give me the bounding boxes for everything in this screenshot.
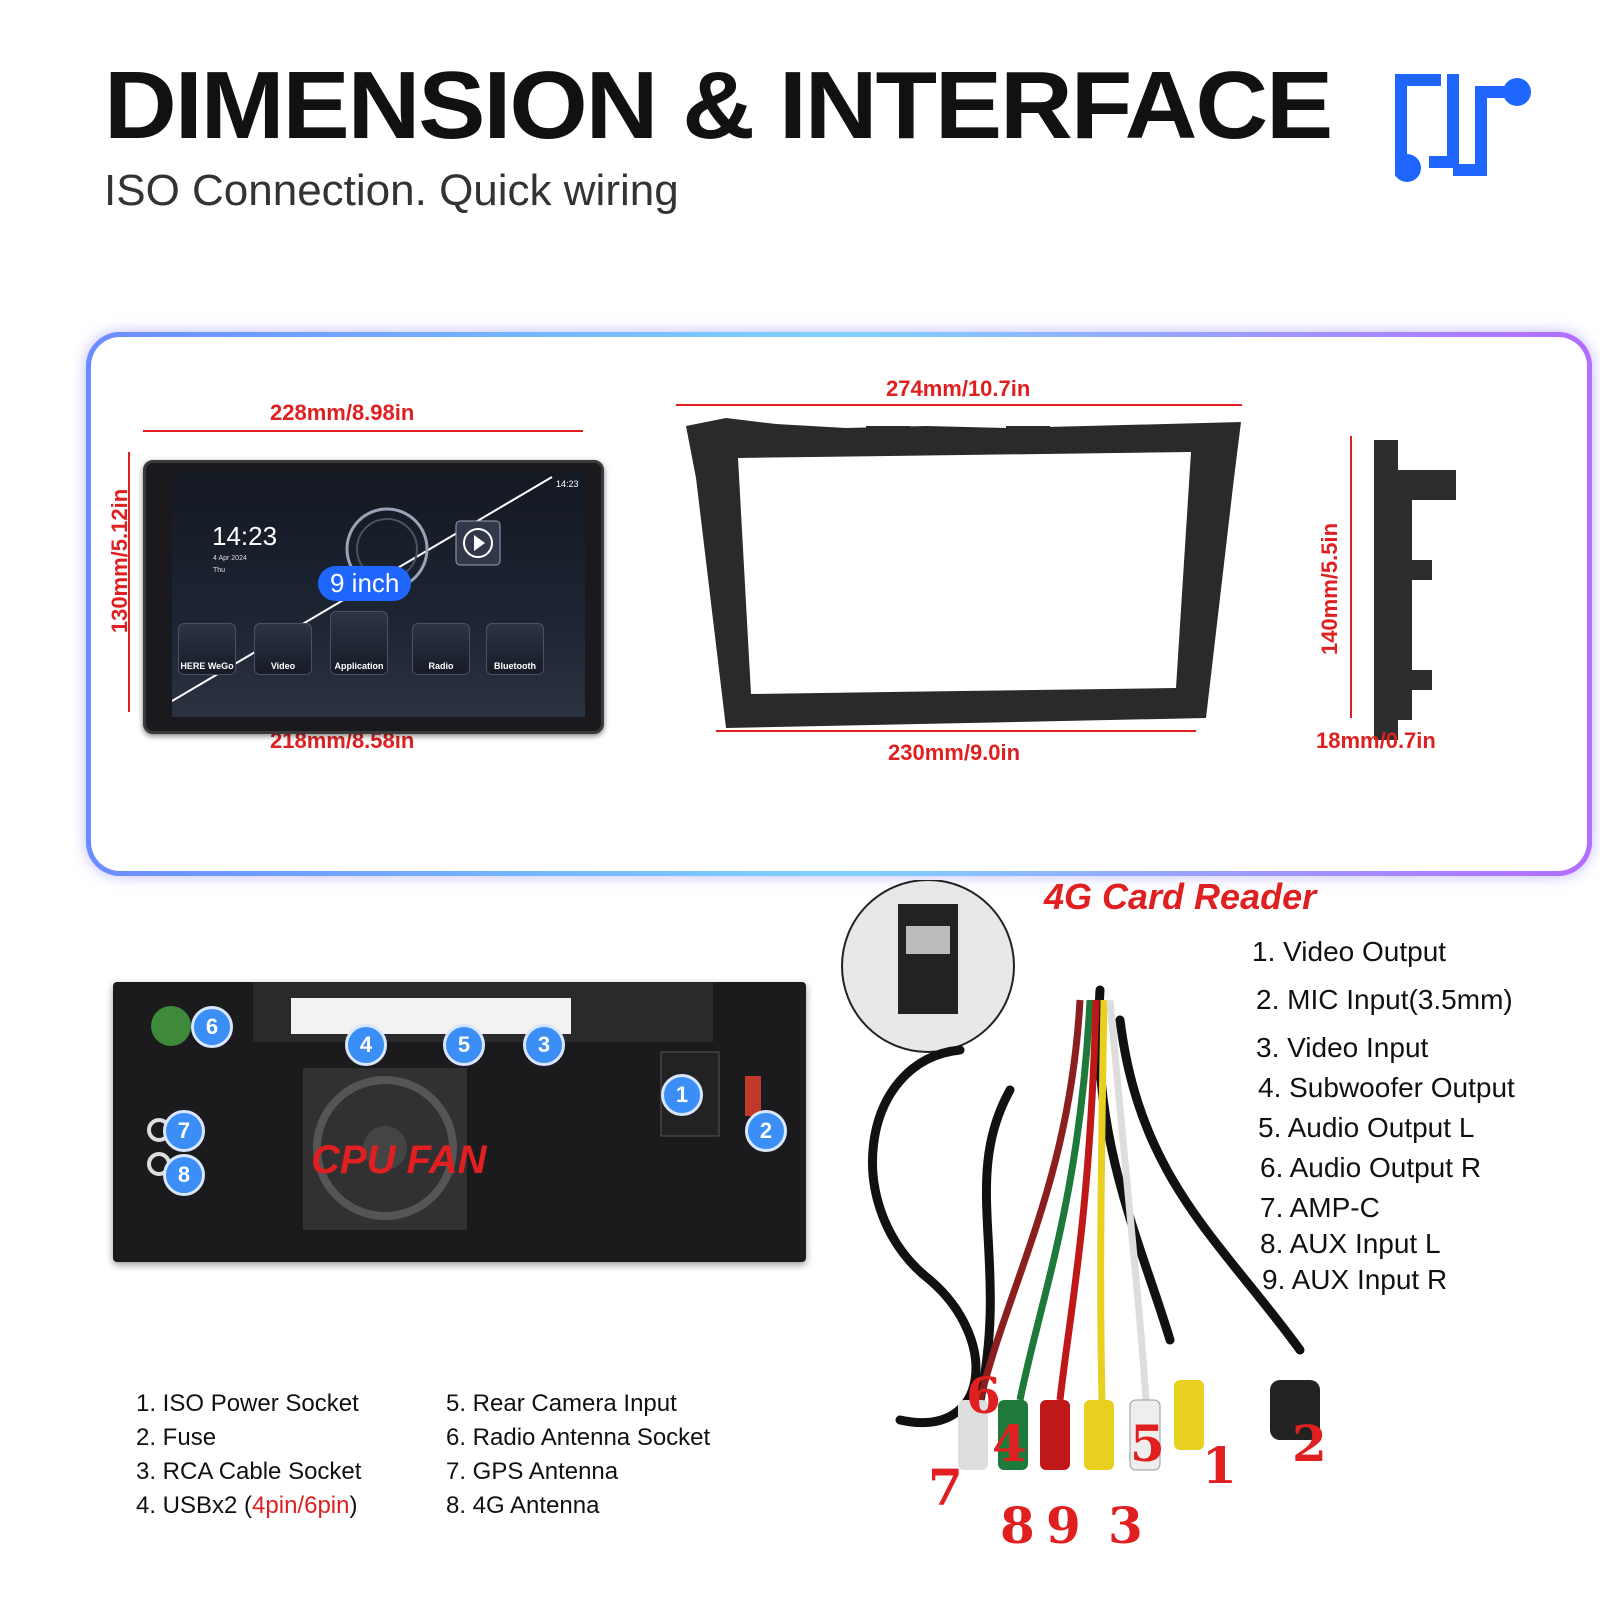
app-tile: Bluetooth [486, 623, 544, 675]
interface-connection-icon [1395, 74, 1531, 182]
status-time: 14:23 [556, 479, 579, 489]
cable-legend-item: 6. Audio Output R [1260, 1152, 1482, 1183]
legend-item: 7. GPS Antenna [446, 1458, 619, 1485]
cable-legend-item: 5. Audio Output L [1258, 1112, 1475, 1143]
cable-number: 8 [1000, 1496, 1035, 1555]
app-tile: Radio [412, 623, 470, 675]
cable-number: 5 [1130, 1414, 1165, 1473]
cable-legend-item: 3. Video Input [1256, 1032, 1429, 1063]
legend-item: 3. RCA Cable Socket [136, 1458, 362, 1485]
dimension-label: 228mm/8.98in [270, 400, 415, 425]
page-subtitle: ISO Connection. Quick wiring [104, 166, 679, 215]
dimension-label: 274mm/10.7in [886, 376, 1031, 401]
legend-item: 2. Fuse [136, 1424, 217, 1451]
cpu-fan-label: CPU FAN [311, 1138, 487, 1182]
legend-item: 8. 4G Antenna [446, 1492, 600, 1519]
dimension-label: 230mm/9.0in [888, 740, 1021, 765]
rca-cable-harness [841, 880, 1320, 1471]
port-marker: 2 [745, 1110, 787, 1152]
dimension-line [128, 452, 130, 712]
screen-clock: 14:23 [212, 521, 278, 551]
dimension-label: 18mm/0.7in [1316, 728, 1436, 753]
cable-legend-item: 9. AUX Input R [1262, 1264, 1448, 1295]
cable-legend-item: 1. Video Output [1252, 936, 1447, 967]
cable-number: 1 [1202, 1436, 1237, 1495]
screen-day: Thu [213, 567, 226, 574]
legend-item: 5. Rear Camera Input [446, 1390, 677, 1417]
cable-legend-item: 2. MIC Input(3.5mm) [1256, 984, 1513, 1015]
cable-number: 7 [928, 1458, 963, 1517]
port-marker: 1 [661, 1074, 703, 1116]
cable-number: 4 [992, 1414, 1027, 1473]
cable-number: 3 [1108, 1496, 1143, 1555]
app-tile: Video [254, 623, 312, 675]
port-marker: 7 [163, 1110, 205, 1152]
dimension-label: 130mm/5.12in [107, 488, 132, 634]
legend-item: 4. USBx2 (4pin/6pin) [136, 1492, 358, 1519]
cable-number: 2 [1292, 1414, 1327, 1473]
dimension-line [716, 730, 1196, 732]
port-marker: 3 [523, 1024, 565, 1066]
card-reader-title: 4G Card Reader [1044, 876, 1317, 917]
dimension-label: 140mm/5.5in [1317, 522, 1342, 656]
legend-item: 6. Radio Antenna Socket [446, 1424, 711, 1451]
mounting-frame [686, 418, 1241, 728]
port-marker: 5 [443, 1024, 485, 1066]
back-panel: 6 4 5 3 1 2 7 8 CPU FAN [113, 982, 806, 1262]
screen-size-badge: 9 inch [318, 566, 412, 601]
cable-legend-item: 8. AUX Input L [1260, 1228, 1441, 1259]
port-marker: 6 [191, 1006, 233, 1048]
dimension-line [676, 404, 1242, 406]
cable-legend-item: 4. Subwoofer Output [1258, 1072, 1515, 1103]
app-tile: Application [330, 611, 388, 675]
app-tile: HERE WeGo [178, 623, 236, 675]
cable-legend-item: 7. AMP-C [1260, 1192, 1380, 1223]
cable-number: 9 [1046, 1496, 1081, 1555]
screen-date: 4 Apr 2024 [213, 555, 247, 562]
dimension-line [1350, 436, 1352, 718]
dimension-line [143, 430, 583, 432]
side-bracket [1374, 440, 1456, 740]
cable-number: 6 [966, 1366, 1001, 1425]
port-marker: 8 [163, 1154, 205, 1196]
legend-item: 1. ISO Power Socket [136, 1390, 359, 1417]
page-title: DIMENSION & INTERFACE [104, 52, 1333, 159]
port-marker: 4 [345, 1024, 387, 1066]
